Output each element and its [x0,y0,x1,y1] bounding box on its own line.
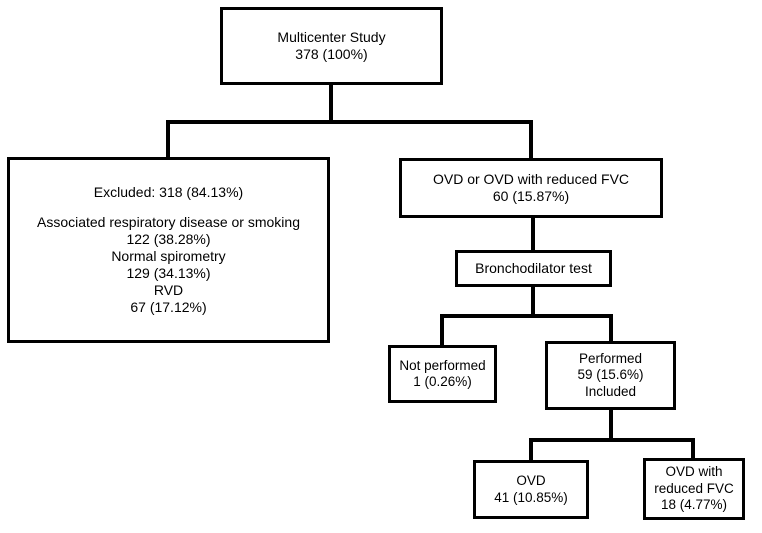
node-multicenter-study: Multicenter Study 378 (100%) [220,7,443,85]
node-ovd-group-line-2: 60 (15.87%) [492,188,570,204]
node-bronchodilator-test-line-1: Bronchodilator test [475,259,592,276]
node-multicenter-study-line-1: Multicenter Study [277,28,386,45]
node-bronchodilator-test: Bronchodilator test [455,250,612,287]
connector-split3-right-drop [691,438,695,460]
node-ovd-with-reduced-fvc-line-3: 18 (4.77%) [660,497,728,513]
node-performed-line-1: Performed [578,350,643,366]
connector-split3-bar [529,438,695,442]
node-not-performed-line-1: Not performed [399,357,486,373]
node-ovd-with-reduced-fvc-line-2: reduced FVC [654,480,734,496]
node-ovd-line-1: OVD [516,473,546,489]
node-performed-line-3: Included [584,383,637,399]
node-ovd-or-ovd-with-reduced-fvc: OVD or OVD with reduced FVC 60 (15.87%) [399,158,663,218]
node-excluded-line-6: 129 (34.13%) [126,265,211,282]
connector-split2-right-drop [609,314,613,343]
node-multicenter-study-line-2: 378 (100%) [295,46,368,62]
node-ovd-line-2: 41 (10.85%) [494,489,568,505]
node-ovd-group-line-1: OVD or OVD with reduced FVC [432,170,630,187]
connector-split1-left-drop [166,120,170,159]
connector-root-to-split [329,85,333,123]
node-not-performed: Not performed 1 (0.26%) [388,345,497,403]
connector-split2-left-drop [440,314,444,347]
node-excluded: Excluded: 318 (84.13%) Associated respir… [7,157,330,343]
connector-split1-bar [166,120,533,124]
node-ovd-with-reduced-fvc-line-1: OVD with [665,464,723,480]
connector-performed-to-split [609,410,613,442]
connector-split2-bar [440,314,613,318]
connector-split1-right-drop [529,120,533,160]
node-performed-line-2: 59 (15.6%) [577,367,644,383]
node-excluded-line-3: Associated respiratory disease or smokin… [36,213,300,230]
node-excluded-line-1: Excluded: 318 (84.13%) [93,183,244,200]
node-excluded-line-4: 122 (38.28%) [126,231,211,248]
node-excluded-line-5: Normal spirometry [111,248,226,265]
node-excluded-line-8: 67 (17.12%) [130,299,207,316]
node-not-performed-line-2: 1 (0.26%) [413,374,472,389]
node-ovd: OVD 41 (10.85%) [473,460,589,519]
node-performed: Performed 59 (15.6%) Included [545,341,676,410]
node-ovd-with-reduced-fvc: OVD with reduced FVC 18 (4.77%) [643,458,745,520]
node-excluded-line-7: RVD [153,282,184,299]
connector-split3-left-drop [529,438,533,462]
connector-ovdgroup-to-bronchodilator [531,218,535,252]
connector-bronchodilator-to-split [531,286,535,318]
